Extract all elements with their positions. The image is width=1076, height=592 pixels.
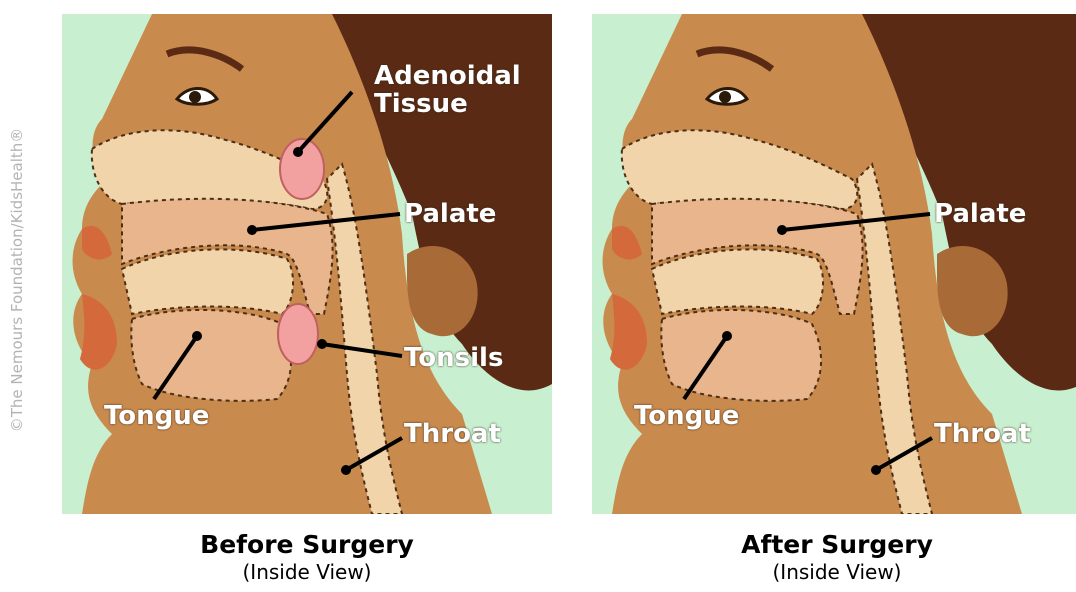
label-tongue: Tongue	[634, 402, 739, 430]
label-tongue: Tongue	[104, 402, 209, 430]
label-palate: Palate	[404, 200, 496, 228]
caption-before: Before Surgery (Inside View)	[62, 530, 552, 584]
after-surgery-illustration: Palate Tongue Throat	[592, 14, 1076, 514]
caption-after: After Surgery (Inside View)	[592, 530, 1076, 584]
copyright-notice: ©The Nemours Foundation/KidsHealth®	[4, 60, 30, 500]
caption-before-subtitle: (Inside View)	[62, 560, 552, 584]
oral-cavity	[652, 249, 823, 314]
tongue-region	[131, 310, 291, 401]
caption-before-title: Before Surgery	[62, 530, 552, 560]
label-adenoidal-tissue: Adenoidal Tissue	[374, 62, 521, 118]
oral-cavity	[122, 249, 293, 314]
label-throat: Throat	[404, 420, 501, 448]
tonsils	[278, 304, 318, 364]
tongue-region	[661, 310, 821, 401]
before-surgery-illustration: Adenoidal Tissue Palate Tonsils Tongue T…	[62, 14, 552, 514]
label-palate: Palate	[934, 200, 1026, 228]
caption-after-title: After Surgery	[592, 530, 1076, 560]
label-tonsils: Tonsils	[404, 344, 503, 372]
caption-after-subtitle: (Inside View)	[592, 560, 1076, 584]
label-throat: Throat	[934, 420, 1031, 448]
